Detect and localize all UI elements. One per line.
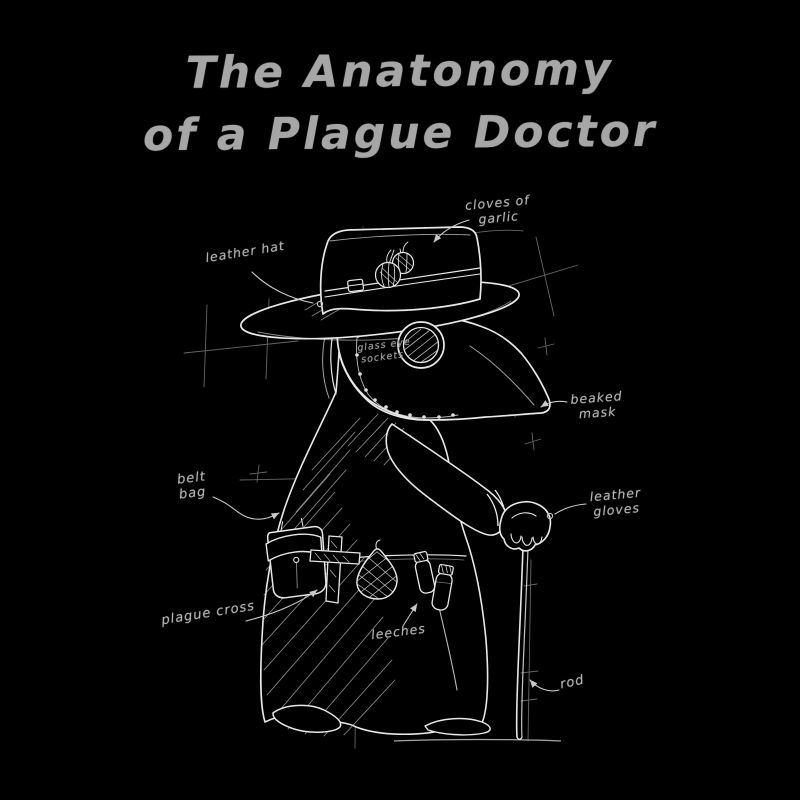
belt xyxy=(264,517,466,611)
label-belt-bag: belt bag xyxy=(176,469,208,503)
belt-bag-drawing xyxy=(264,517,326,599)
beaked-mask-drawing xyxy=(323,310,550,420)
glove-hand xyxy=(500,502,551,551)
mask-rivets xyxy=(355,334,455,419)
leather-hat-drawing xyxy=(238,227,522,350)
shoes xyxy=(273,705,490,734)
leeches-arrow xyxy=(403,604,417,626)
beaked-mask-arrow xyxy=(541,400,567,407)
leech-vials-drawing xyxy=(413,551,455,611)
annotation-arrows xyxy=(213,220,586,691)
cloves-of-garlic-arrow xyxy=(434,220,469,242)
ground-line xyxy=(394,740,561,742)
leather-gloves-arrow-end xyxy=(547,513,552,518)
plague-cross-arrow xyxy=(246,590,317,621)
belt-bag-arrow xyxy=(213,497,279,519)
leech-pouch-drawing xyxy=(355,540,400,601)
glass-eye-drawing xyxy=(398,322,444,368)
label-leather-gloves: leather gloves xyxy=(589,484,642,519)
plague-cross-drawing xyxy=(310,536,360,603)
hat-band xyxy=(325,268,480,297)
label-beaked-mask: beaked mask xyxy=(569,388,624,422)
leather-hat-arrow xyxy=(252,272,313,303)
leather-gloves-arrow xyxy=(555,504,586,514)
rod-arrow xyxy=(530,680,559,691)
leather-hat-arrow-end xyxy=(317,301,322,306)
garlic-cloves-drawing xyxy=(376,242,414,288)
